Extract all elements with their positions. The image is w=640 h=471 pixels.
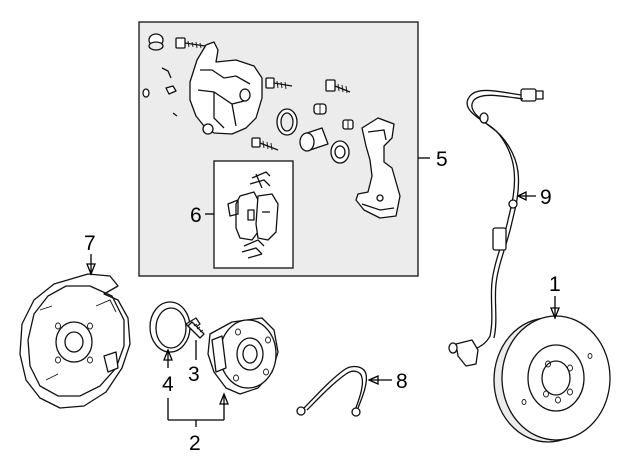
wire-grommets (479, 112, 518, 251)
callout-9: 9 (540, 186, 552, 209)
leader-bracket-2 (167, 392, 229, 427)
brake-rotor (493, 315, 611, 443)
callout-4: 4 (162, 373, 174, 396)
callout-8: 8 (396, 370, 408, 393)
bracket-bolt (325, 79, 351, 94)
seal-ring-group: 4 (149, 301, 191, 396)
hose-fittings (296, 406, 361, 417)
wheel-stud (185, 317, 205, 339)
pad-clips (241, 171, 271, 259)
piston-dust-boot (330, 140, 350, 164)
callout-1: 1 (549, 273, 561, 296)
callout-2: 2 (189, 432, 201, 455)
piston-seal (276, 108, 298, 136)
brake-pads (227, 191, 279, 241)
bleeder-screw (142, 67, 178, 117)
caliper-bushing (148, 33, 164, 51)
abs-connector (520, 88, 544, 102)
callout-7: 7 (84, 232, 96, 255)
abs-sensor-group: 9 (448, 88, 552, 367)
brake-rotor-group: 1 (493, 273, 611, 443)
abs-sensor-wire (466, 89, 522, 351)
brake-hose-group: 8 (296, 365, 408, 417)
callout-6: 6 (190, 204, 202, 227)
seal-ring (149, 301, 191, 353)
caliper-housing (189, 41, 263, 135)
wheel-stud-group: 3 (185, 317, 205, 386)
backing-plate (19, 273, 131, 409)
hub-bearing-group: 2 (167, 317, 279, 455)
caliper-piston (299, 127, 329, 152)
caliper-bracket (355, 117, 401, 219)
caliper-mounting-bolt (265, 77, 293, 90)
callout-3: 3 (188, 363, 200, 386)
pad-kit-group: 6 (190, 160, 294, 269)
guide-pin (251, 137, 279, 151)
caliper-guide-bolt (175, 37, 206, 49)
hub-bearing (207, 317, 279, 395)
abs-sensor-head (448, 339, 479, 367)
brake-hose (303, 365, 368, 409)
backing-plate-group: 7 (19, 232, 131, 409)
callout-5: 5 (436, 148, 448, 171)
guide-sleeve (313, 103, 354, 130)
